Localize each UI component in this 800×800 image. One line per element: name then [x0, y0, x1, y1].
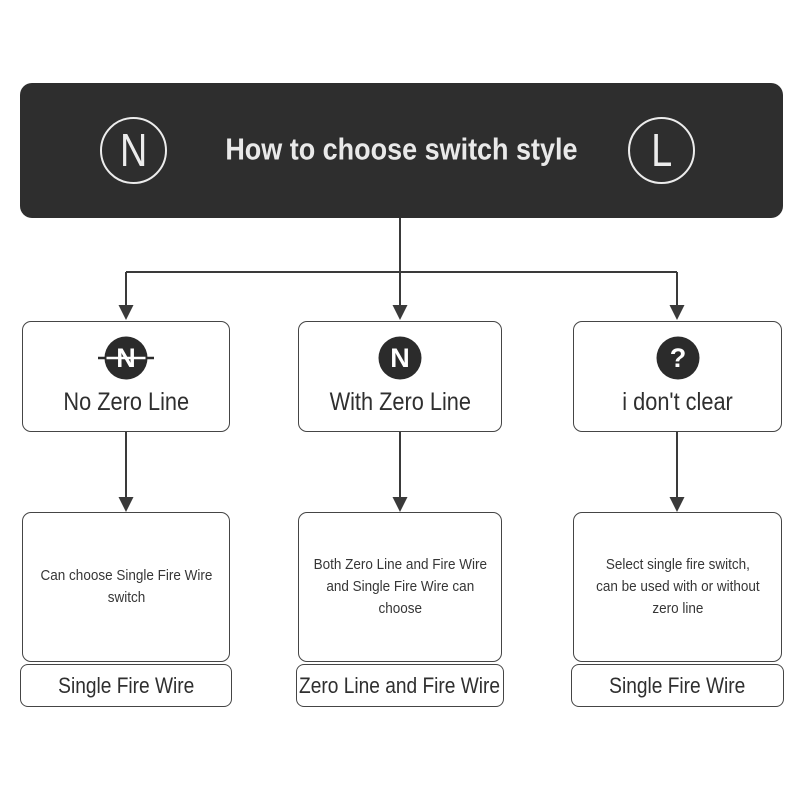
option-label: No Zero Line [63, 388, 189, 416]
live-badge-icon: L [628, 116, 695, 184]
result-label: Single Fire Wire [57, 672, 195, 698]
description-text: Both Zero Line and Fire Wire and Single … [313, 556, 487, 617]
option-box-no-zero-line: N No Zero Line [22, 321, 230, 432]
option-label: i don't clear [622, 388, 733, 416]
header-banner: N How to choose switch style L [20, 83, 783, 218]
neutral-badge-letter: N [119, 124, 148, 176]
option-box-not-sure: ? i don't clear [573, 321, 782, 432]
description-box-no-zero-line: Can choose Single Fire Wire switch [22, 512, 230, 662]
result-box-single-fire-wire-2: Single Fire Wire [571, 664, 784, 707]
question-mark-icon: ? [655, 335, 701, 381]
neutral-badge-icon: N [100, 116, 167, 184]
option-box-with-zero-line: N With Zero Line [298, 321, 502, 432]
result-box-single-fire-wire: Single Fire Wire [20, 664, 232, 707]
neutral-wire-icon: N [377, 335, 423, 381]
option-label: With Zero Line [329, 388, 471, 416]
result-label: Single Fire Wire [609, 672, 746, 698]
svg-text:N: N [390, 343, 410, 373]
description-box-with-zero-line: Both Zero Line and Fire Wire and Single … [298, 512, 502, 662]
result-box-zero-line-and-fire-wire: Zero Line and Fire Wire [296, 664, 504, 707]
description-text: Can choose Single Fire Wire switch [40, 567, 212, 606]
svg-text:?: ? [669, 343, 686, 373]
description-box-not-sure: Select single fire switch, can be used w… [573, 512, 782, 662]
arrowheads [118, 305, 685, 512]
no-neutral-wire-icon: N [97, 335, 155, 381]
description-text: Select single fire switch, can be used w… [595, 556, 760, 617]
result-label: Zero Line and Fire Wire [299, 672, 501, 698]
page-title: How to choose switch style [225, 131, 578, 167]
live-badge-letter: L [651, 124, 672, 176]
